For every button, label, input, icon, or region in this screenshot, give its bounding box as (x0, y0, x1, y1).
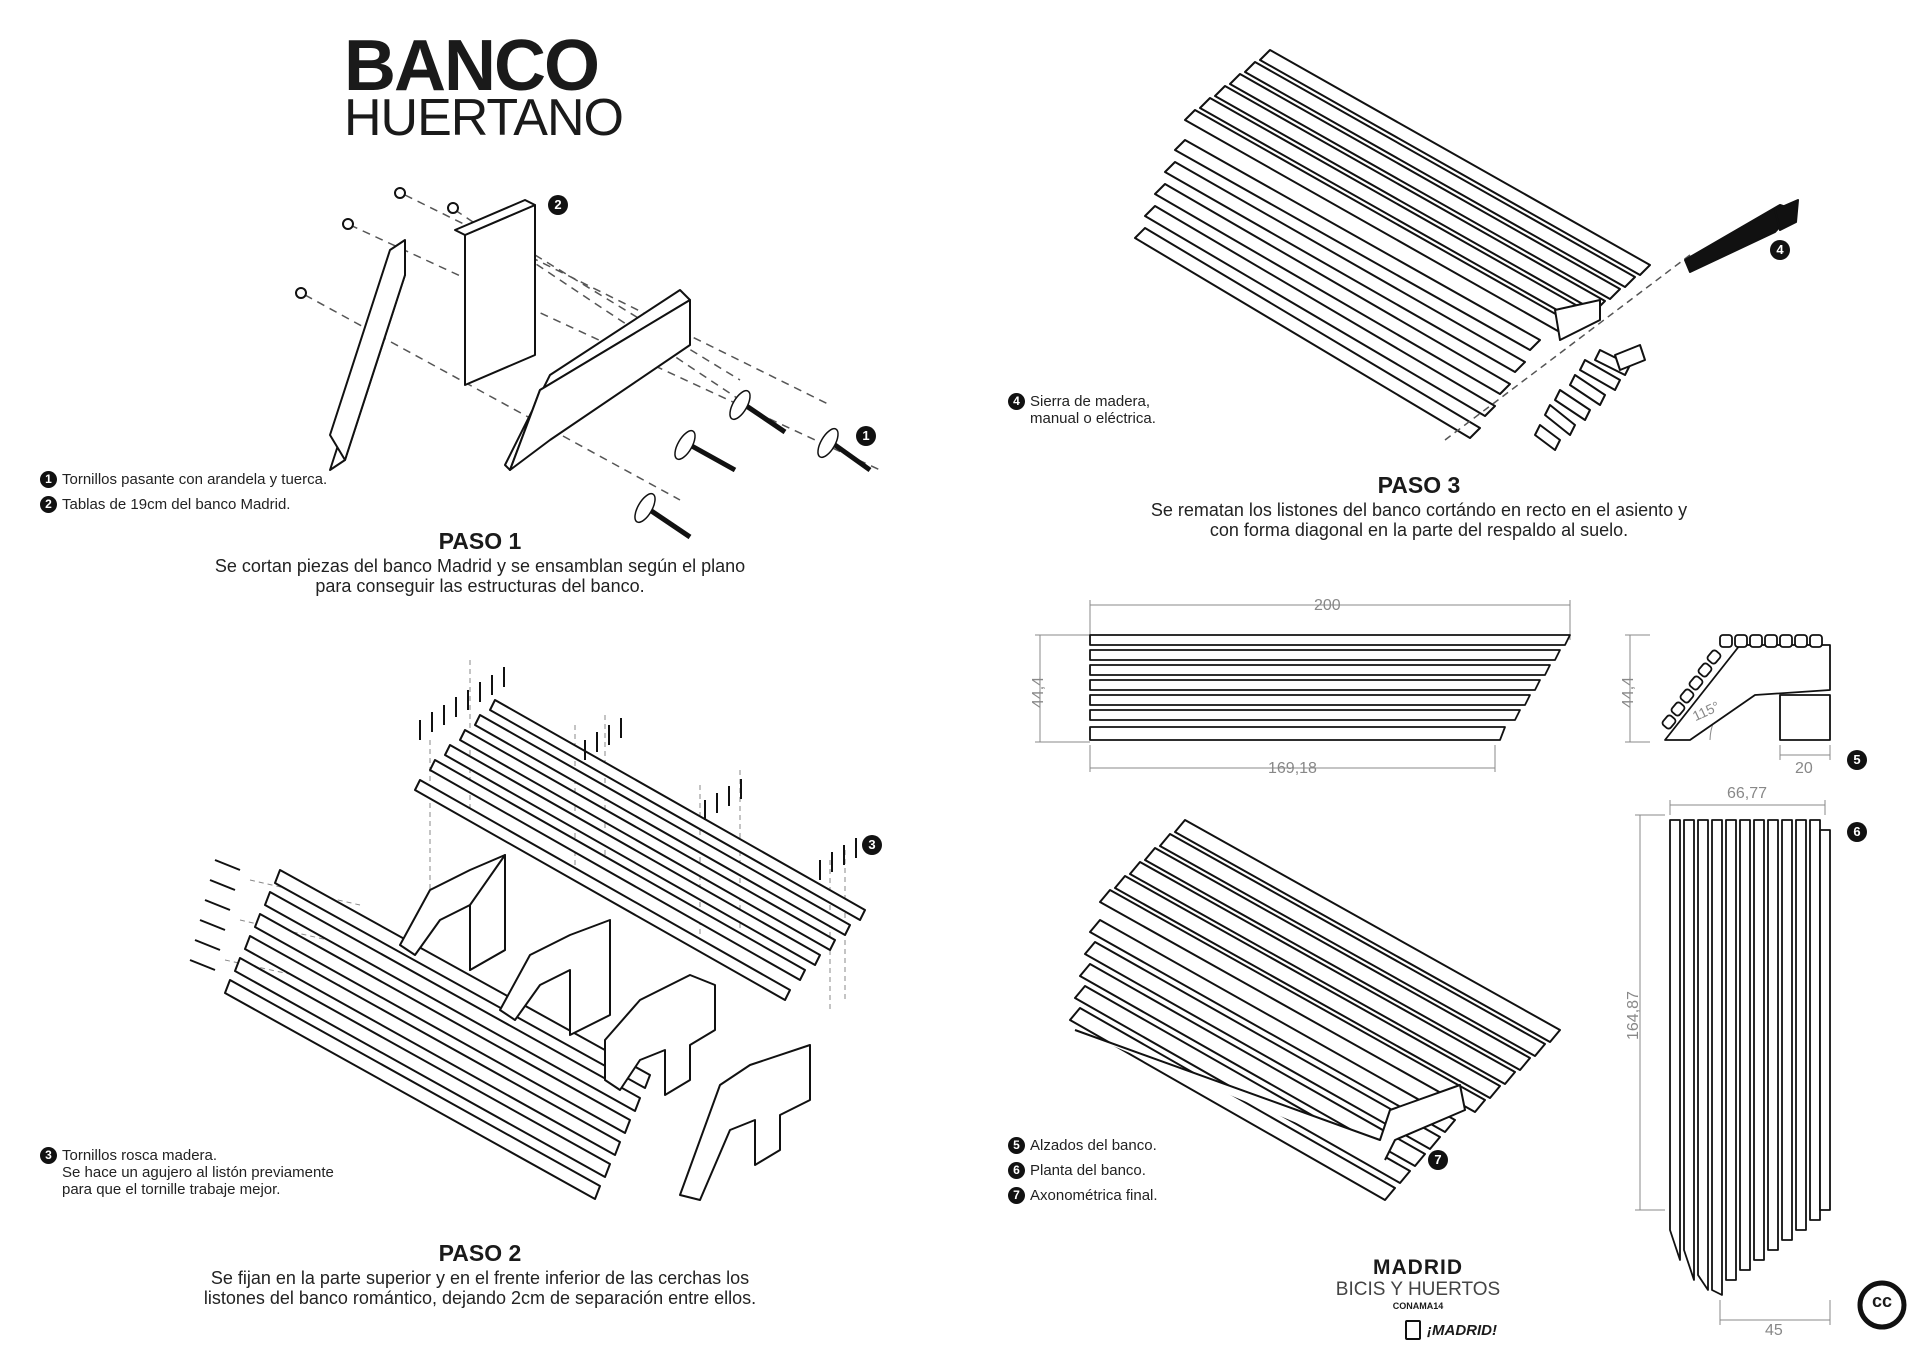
cc-license-icon: cc (1871, 1291, 1893, 1311)
note-4-number: 4 (1008, 393, 1025, 410)
dim-side-height: 44,4 (1620, 676, 1637, 708)
note-3-line3: para que el tornille trabaje mejor. (62, 1181, 281, 1198)
city-shield-icon (1405, 1320, 1421, 1340)
note-4: 4 Sierra de madera, manual o eléctrica. (1008, 393, 1156, 427)
marker-2-step1: 2 (548, 195, 568, 215)
step3-bench-cut (1134, 49, 1799, 451)
note-1-text: Tornillos pasante con arandela y tuerca. (62, 471, 328, 488)
dim-plan-bottom: 45 (1765, 1322, 1783, 1339)
paso3-desc-line2: con forma diagonal en la parte del respa… (1209, 520, 1629, 540)
paso2-desc: Se fijan en la parte superior y en el fr… (130, 1268, 830, 1308)
legend-5-text: Alzados del banco. (1030, 1137, 1157, 1154)
front-elevation (1035, 600, 1571, 772)
logo-bicis-huertos: BICIS Y HUERTOS (1335, 1279, 1501, 1300)
paso2-desc-line2: listones del banco romántico, dejando 2c… (203, 1288, 757, 1308)
marker-3-step2: 3 (862, 835, 882, 855)
dim-plan-length: 164,87 (1625, 991, 1642, 1040)
logo-city-text: ¡MADRID! (1427, 1321, 1497, 1339)
legend-6: 6 Planta del banco. (1008, 1162, 1146, 1179)
legend-7: 7 Axonométrica final. (1008, 1187, 1158, 1204)
marker-1-step1: 1 (856, 426, 876, 446)
legend-6-number: 6 (1008, 1162, 1025, 1179)
note-3-number: 3 (40, 1147, 57, 1164)
legend-6-text: Planta del banco. (1030, 1162, 1146, 1179)
note-3-line2: Se hace un agujero al listón previamente (62, 1164, 334, 1181)
note-3: 3 Tornillos rosca madera. Se hace un agu… (40, 1147, 334, 1198)
paso3-desc-line1: Se rematan los listones del banco cortán… (1150, 500, 1688, 520)
legend-7-text: Axonométrica final. (1030, 1187, 1158, 1204)
paso3-desc: Se rematan los listones del banco cortán… (1069, 500, 1769, 540)
logo-madrid: MADRID (1373, 1256, 1463, 1279)
paso2-title: PASO 2 (438, 1240, 522, 1266)
marker-6-plan: 6 (1847, 822, 1867, 842)
legend-5: 5 Alzados del banco. (1008, 1137, 1157, 1154)
paso2-desc-line1: Se fijan en la parte superior y en el fr… (210, 1268, 750, 1288)
marker-5-elevation: 5 (1847, 750, 1867, 770)
legend-7-number: 7 (1008, 1187, 1025, 1204)
title-banco: BANCO (344, 26, 600, 106)
note-2: 2 Tablas de 19cm del banco Madrid. (40, 496, 290, 513)
step1-exploded-structure (295, 187, 881, 540)
logo-city: ¡MADRID! (1405, 1320, 1497, 1340)
paso1-title: PASO 1 (438, 528, 522, 554)
note-1: 1 Tornillos pasante con arandela y tuerc… (40, 471, 327, 488)
dim-front-bottom: 169,18 (1268, 760, 1317, 777)
note-2-text: Tablas de 19cm del banco Madrid. (62, 496, 291, 513)
note-4-line1: Sierra de madera, (1030, 393, 1151, 410)
dim-side-base: 20 (1795, 760, 1813, 777)
marker-4-step3: 4 (1770, 240, 1790, 260)
paso1-desc-line1: Se cortan piezas del banco Madrid y se e… (214, 556, 746, 576)
side-elevation (1625, 634, 1831, 760)
paso3-title: PASO 3 (1377, 472, 1461, 498)
legend-5-number: 5 (1008, 1137, 1025, 1154)
final-axonometric (1069, 819, 1561, 1201)
note-3-line1: Tornillos rosca madera. (62, 1147, 218, 1164)
title-huertano: HUERTANO (344, 89, 624, 147)
logo-conama: CONAMA14 (1392, 1301, 1444, 1311)
note-4-line2: manual o eléctrica. (1030, 410, 1156, 427)
dim-front-height: 44,4 (1030, 676, 1047, 708)
plan-view (1635, 800, 1831, 1325)
dim-plan-top: 66,77 (1727, 785, 1768, 802)
note-2-number: 2 (40, 496, 57, 513)
step2-exploded-bench (189, 660, 866, 1201)
note-1-number: 1 (40, 471, 57, 488)
dim-front-width: 200 (1314, 597, 1341, 614)
paso1-desc: Se cortan piezas del banco Madrid y se e… (130, 556, 830, 596)
cc-badge-circle (1857, 1280, 1907, 1330)
paso1-desc-line2: para conseguir las estructuras del banco… (315, 576, 645, 596)
marker-7-axonometric: 7 (1428, 1150, 1448, 1170)
